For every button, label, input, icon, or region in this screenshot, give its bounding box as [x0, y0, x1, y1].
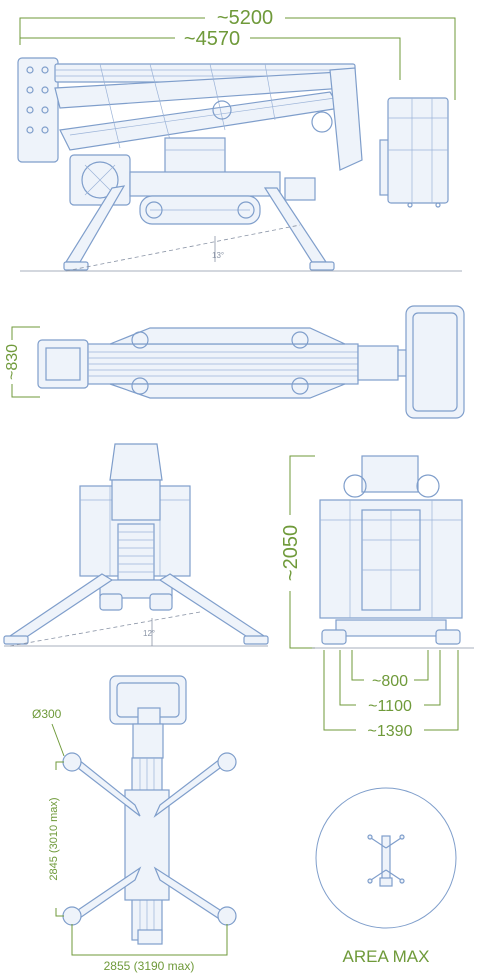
front-machine — [79, 443, 191, 611]
dimension-span-length: 2845 (3010 max) — [44, 761, 64, 917]
dimension-foot-diameter: Ø300 — [32, 707, 65, 757]
span-length-label: 2845 (3010 max) — [48, 797, 60, 880]
overall-1390-label: ~1390 — [368, 723, 413, 740]
width-830-label: ~830 — [4, 344, 21, 380]
front-angle-label: 12° — [143, 629, 155, 638]
area-max-machine-icon — [367, 834, 405, 887]
side-ground-angle: 13° — [20, 224, 462, 272]
front-ground-angle: 12° — [4, 611, 268, 647]
side-outriggers — [63, 185, 335, 271]
plan-view: Ø300 2845 (3010 max) 2855 (3190 max) — [32, 675, 237, 973]
rear-view: ~2050 ~800 ~1100 — [280, 455, 474, 740]
dimension-track-800: ~800 — [351, 650, 429, 690]
foot-diameter-label: Ø300 — [32, 707, 62, 721]
dimension-overall-length: ~5200 — [19, 7, 456, 100]
side-angle-label: 13° — [212, 251, 224, 260]
plan-outriggers — [62, 752, 237, 926]
side-boom — [17, 57, 363, 171]
dimension-height-2050: ~2050 — [280, 455, 315, 649]
top-machine — [37, 305, 465, 419]
dimension-outrigger-1100: ~1100 — [339, 650, 441, 715]
rear-machine — [312, 455, 474, 649]
height-2050-label: ~2050 — [280, 525, 302, 581]
plan-machine — [109, 675, 187, 945]
track-800-label: ~800 — [372, 673, 408, 690]
area-max: AREA MAX — [315, 787, 457, 966]
dimension-stowed-length: ~4570 — [20, 28, 401, 80]
dimension-width-830: ~830 — [4, 326, 40, 398]
side-basket — [379, 97, 449, 208]
span-width-label: 2855 (3190 max) — [104, 959, 195, 973]
overall-length-label: ~5200 — [217, 7, 273, 29]
outrigger-1100-label: ~1100 — [368, 698, 412, 715]
dimension-overall-1390: ~1390 — [323, 650, 459, 740]
front-view: 12° — [3, 443, 269, 647]
front-outriggers — [3, 573, 269, 645]
top-view: ~830 — [4, 305, 465, 419]
area-max-circle — [315, 787, 457, 929]
area-max-label: AREA MAX — [343, 947, 430, 966]
side-view: ~5200 ~4570 — [17, 7, 462, 272]
dimension-span-width: 2855 (3190 max) — [71, 924, 228, 973]
stowed-length-label: ~4570 — [184, 28, 240, 50]
